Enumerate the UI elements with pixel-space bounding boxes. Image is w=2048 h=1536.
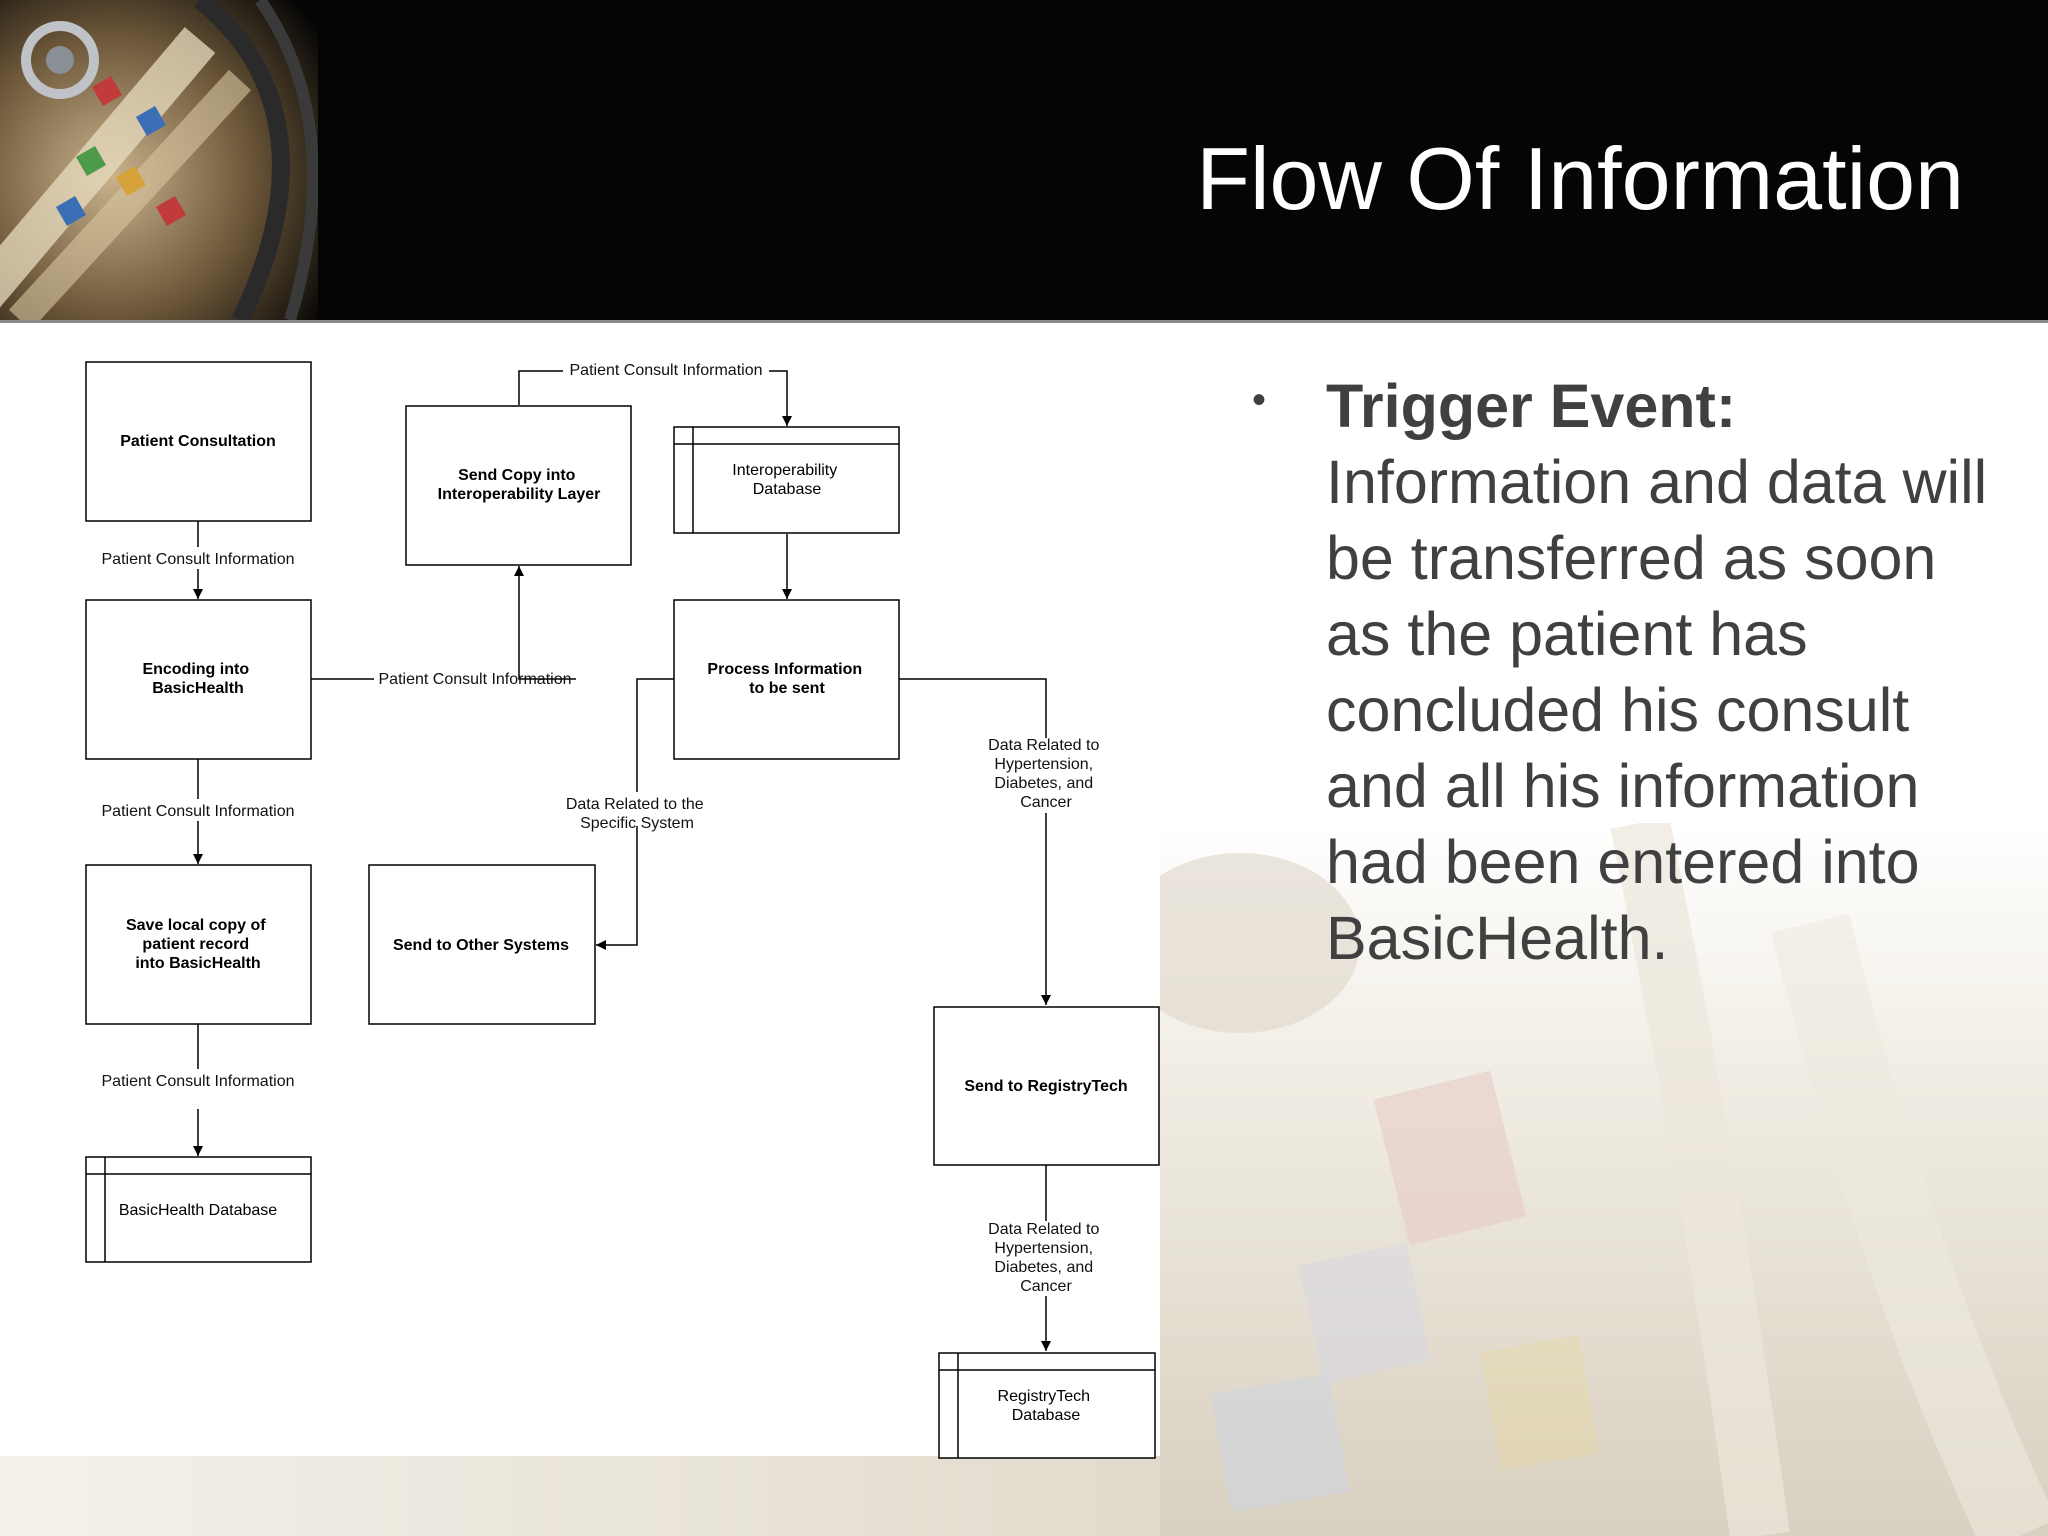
background-photo <box>1160 823 2048 1536</box>
header-bar: Flow Of Information <box>0 0 2048 320</box>
node-encoding-basichealth: Encoding into BasicHealth <box>85 599 312 760</box>
edge-label-sendcopy-interop: Patient Consult Information <box>570 362 763 379</box>
node-send-registrytech: Send to RegistryTech <box>933 1006 1160 1166</box>
svg-text:RegistryTech Database: RegistryTech Database <box>998 1388 1095 1424</box>
node-process-information: Process Information to be sent <box>673 599 900 760</box>
svg-text:Send to Other Systems: Send to Other Systems <box>393 937 569 954</box>
edge-label-encoding-save: Patient Consult Information <box>102 803 295 820</box>
node-basichealth-database: BasicHealth Database <box>85 1156 312 1263</box>
svg-text:Encoding into BasicHealt: Encoding into BasicHealth <box>142 661 253 697</box>
stethoscope-image <box>0 0 318 320</box>
node-save-local-copy: Save local copy of patient record into B… <box>85 864 312 1025</box>
edge-label-save-db: Patient Consult Information <box>102 1073 295 1090</box>
svg-text:Process Information to b: Process Information to be sent <box>707 661 866 697</box>
bullet-body: Information and data will be transferred… <box>1326 448 1988 972</box>
svg-text:BasicHealth Database: BasicHealth Database <box>119 1202 277 1219</box>
flow-diagram: Patient Consultation Encoding into Basic… <box>85 361 1160 1459</box>
bullet-item: Trigger Event: Information and data will… <box>1326 368 2000 976</box>
node-patient-consultation: Patient Consultation <box>85 361 312 522</box>
svg-text:Save local copy of patie: Save local copy of patient record into B… <box>126 917 270 972</box>
svg-text:Interoperability Databas: Interoperability Database <box>732 462 841 498</box>
edge-label-registry-db: Data Related to Hypertension, Diabetes, … <box>988 1221 1104 1295</box>
diagram-connectors <box>193 370 1051 1351</box>
edge-label-encoding-sendcopy: Patient Consult Information <box>379 671 572 688</box>
edge-label-process-registry: Data Related to Hypertension, Diabetes, … <box>988 737 1104 811</box>
node-registrytech-database: RegistryTech Database <box>938 1352 1156 1459</box>
edge-label-process-other: Data Related to the Specific System <box>566 796 708 832</box>
svg-text:Send Copy into Interoper: Send Copy into Interoperability Layer <box>438 467 601 503</box>
slide-title: Flow Of Information <box>1196 129 1964 228</box>
background-photo-bottom <box>0 1456 1160 1536</box>
node-interoperability-database: Interoperability Database <box>673 426 900 534</box>
bullet-heading: Trigger Event: <box>1326 372 1737 440</box>
bullet-dot-icon: • <box>1252 378 1267 422</box>
node-send-copy-interop: Send Copy into Interoperability Layer <box>405 405 632 566</box>
svg-text:Send to RegistryTech: Send to RegistryTech <box>964 1078 1127 1095</box>
edge-label-consult-encoding: Patient Consult Information <box>102 551 295 568</box>
header-divider <box>0 320 2048 323</box>
bullet-list: • Trigger Event: Information and data wi… <box>1240 368 2000 976</box>
svg-text:Patient Consultation: Patient Consultation <box>120 433 276 450</box>
node-send-other-systems: Send to Other Systems <box>368 864 596 1025</box>
